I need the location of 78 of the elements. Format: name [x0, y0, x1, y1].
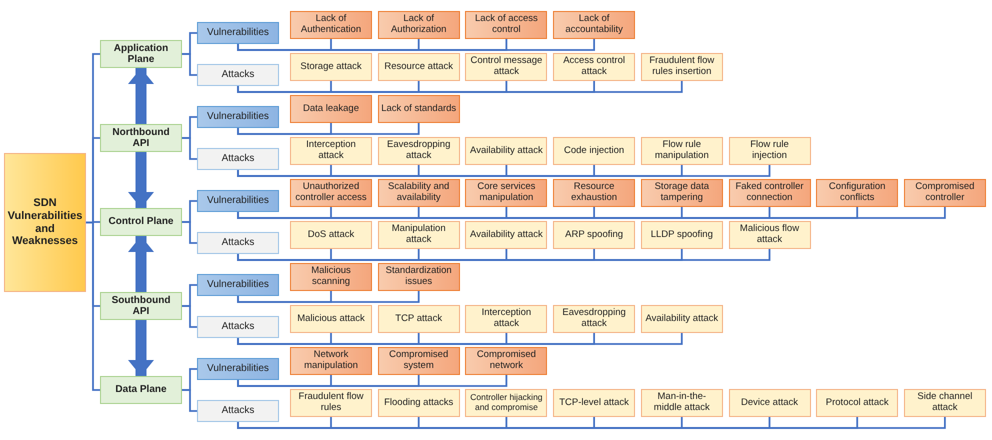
vulnerability-box: Faked controller connection: [728, 179, 810, 207]
attack-box: Control message attack: [465, 53, 548, 81]
attack-box: Access control attack: [553, 53, 636, 81]
attacks-box: Attacks: [197, 316, 279, 338]
attacks-box: Attacks: [197, 400, 279, 422]
attack-box: Side channel attack: [904, 389, 986, 417]
connector-line: [182, 137, 197, 160]
connector-line: [237, 291, 420, 303]
vulnerability-box: Lack of access control: [465, 11, 548, 39]
connector-line: [237, 123, 420, 135]
attack-box: Resource attack: [378, 53, 460, 81]
connector-line: [182, 53, 197, 76]
attack-box: Malicious flow attack: [728, 221, 810, 249]
attacks-box: Attacks: [197, 148, 279, 170]
attack-box: Interception attack: [290, 137, 372, 165]
attack-box: DoS attack: [290, 221, 372, 249]
layer-box: Application Plane: [100, 40, 182, 68]
vulnerabilities-box: Vulnerabilities: [197, 22, 279, 44]
attacks-box: Attacks: [197, 64, 279, 86]
attack-box: Flow rule manipulation: [640, 137, 723, 165]
block-arrow: [128, 68, 154, 124]
attack-box: Availability attack: [640, 305, 723, 333]
vulnerability-box: Malicious scanning: [290, 263, 372, 291]
block-arrow: [128, 236, 154, 292]
vulnerability-box: Lack of accountability: [553, 11, 636, 39]
attack-box: Eavesdropping attack: [553, 305, 636, 333]
attack-box: Storage attack: [290, 53, 372, 81]
attack-box: Controller hijacking and compromise: [465, 389, 548, 417]
connector-line: [237, 375, 508, 387]
attack-box: Flooding attacks: [378, 389, 460, 417]
attack-box: Eavesdropping attack: [378, 137, 460, 165]
root-box: SDN Vulnerabilities and Weaknesses: [4, 153, 86, 292]
vulnerability-box: Storage data tampering: [640, 179, 723, 207]
vulnerability-box: Unauthorized controller access: [290, 179, 372, 207]
vulnerability-box: Compromised system: [378, 347, 460, 375]
attack-box: Availability attack: [465, 221, 548, 249]
attack-box: Malicious attack: [290, 305, 372, 333]
attack-box: Man-in-the-middle attack: [640, 389, 723, 417]
vulnerability-box: Network manipulation: [290, 347, 372, 375]
attack-box: Fraudulent flow rules insertion: [640, 53, 723, 81]
attack-box: Interception attack: [465, 305, 548, 333]
connector-line: [182, 221, 197, 244]
attack-box: Manipulation attack: [378, 221, 460, 249]
connector-line: [237, 39, 595, 51]
vulnerability-box: Lack of standards: [378, 95, 460, 123]
vulnerability-box: Lack of Authorization: [378, 11, 460, 39]
connector-line: [182, 389, 197, 412]
block-arrow: [128, 320, 154, 376]
layer-box: Data Plane: [100, 376, 182, 404]
connector-line: [182, 305, 197, 328]
vulnerabilities-box: Vulnerabilities: [197, 190, 279, 212]
attack-box: Protocol attack: [816, 389, 898, 417]
attack-box: ARP spoofing: [553, 221, 636, 249]
attack-box: TCP attack: [378, 305, 460, 333]
attack-box: Availability attack: [465, 137, 548, 165]
layer-box: Southbound API: [100, 292, 182, 320]
vulnerability-box: Compromised network: [465, 347, 548, 375]
attacks-box: Attacks: [197, 232, 279, 254]
attack-box: Device attack: [728, 389, 810, 417]
layer-box: Control Plane: [100, 208, 182, 236]
attack-box: LLDP spoofing: [640, 221, 723, 249]
vulnerability-box: Data leakage: [290, 95, 372, 123]
attack-box: Flow rule injection: [728, 137, 810, 165]
vulnerability-box: Lack of Authentication: [290, 11, 372, 39]
vulnerabilities-box: Vulnerabilities: [197, 274, 279, 296]
attack-box: TCP-level attack: [553, 389, 636, 417]
block-arrow: [128, 152, 154, 208]
vulnerabilities-box: Vulnerabilities: [197, 358, 279, 380]
vulnerability-box: Core services manipulation: [465, 179, 548, 207]
vulnerability-box: Compromised controller: [904, 179, 986, 207]
vulnerability-box: Resource exhaustion: [553, 179, 636, 207]
attack-box: Code injection: [553, 137, 636, 165]
attack-box: Fraudulent flow rules: [290, 389, 372, 417]
vulnerability-box: Configuration conflicts: [816, 179, 898, 207]
vulnerability-box: Scalability and availability: [378, 179, 460, 207]
layer-box: Northbound API: [100, 124, 182, 152]
vulnerability-box: Standardization issues: [378, 263, 460, 291]
vulnerabilities-box: Vulnerabilities: [197, 106, 279, 128]
